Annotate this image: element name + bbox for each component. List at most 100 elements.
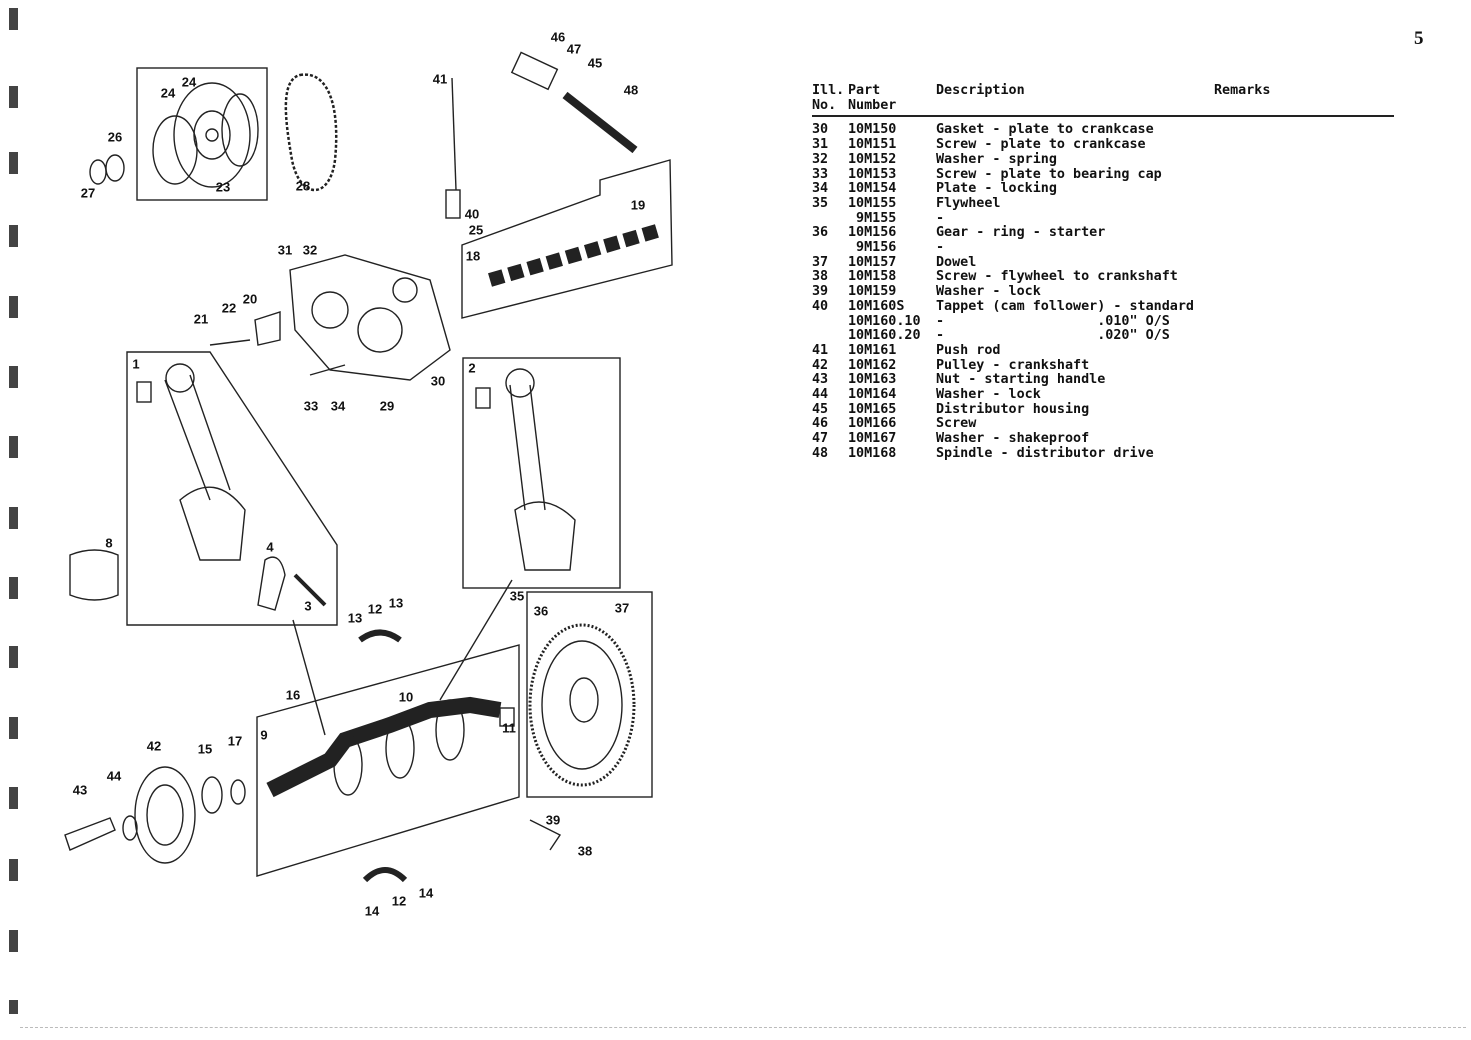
front-plate [289,254,451,381]
callout-label: 13 [347,610,363,626]
remarks-cell [1214,212,1394,227]
callout-label: 44 [106,768,122,784]
remarks-cell [1214,432,1394,447]
table-row: 40 10M160S Tappet (cam follower) - standar… [812,298,1394,315]
description-cell: Screw - plate to bearing cap [936,166,1162,182]
callout-label: 21 [193,311,209,327]
callout-label: 45 [587,55,603,71]
binding-hole [9,152,18,174]
description-cell: Nut - starting handle [936,372,1106,388]
description-cell: - .020" O/S [936,328,1170,344]
callout-label: 14 [418,885,434,901]
part-number-cell: 10M167 [848,431,897,447]
description-cell: Washer - lock [936,387,1041,403]
part-number-cell: 10M166 [848,416,897,432]
callout-label: 13 [388,595,404,611]
callout-label: 31 [277,242,293,258]
ill-no-cell: 45 [812,401,829,417]
callout-label: 25 [468,222,484,238]
part-number-cell: 10M152 [848,151,897,167]
description-cell: Pulley - crankshaft [936,357,1090,373]
crankshaft [266,696,502,798]
callout-label: 30 [430,373,446,389]
flywheel-ring-gear [528,623,636,787]
header-description: Description [936,83,1025,98]
callout-label: 33 [303,398,319,414]
remarks-cell [1214,241,1394,256]
binding-hole [9,577,18,599]
ill-no-cell: 38 [812,269,829,285]
remarks-cell [1214,417,1394,432]
page-number: 5 [1414,28,1424,49]
remarks-cell [1214,373,1394,388]
binding-hole [9,296,18,318]
distributor-spindle [562,91,638,154]
group-box-connecting-rod-1 [126,351,338,626]
callout-label: 17 [227,733,243,749]
callout-label: 41 [432,71,448,87]
camshaft [488,223,662,287]
binding-hole [9,225,18,247]
remarks-cell [1214,447,1394,462]
callout-label: 22 [221,300,237,316]
ill-no-cell: 40 [812,298,829,314]
part-number-cell: 10M153 [848,166,897,182]
starting-handle-nut [64,817,116,851]
part-number-cell: 10M154 [848,181,897,197]
table-header: Ill. No. Part Number Description Remarks [812,83,1394,118]
description-cell: Tappet (cam follower) - standard [936,298,1194,314]
ill-no-cell: 46 [812,416,829,432]
callout-label: 2 [468,360,476,376]
ill-no-cell [812,241,848,256]
binding-hole [9,646,18,668]
washer-nut [89,154,125,185]
remarks-cell [1214,256,1394,271]
part-number-cell: 10M165 [848,401,897,417]
description-cell: Gasket - plate to crankcase [936,122,1154,138]
remarks-cell [1214,315,1394,330]
callout-label: 42 [146,738,162,754]
table-row: 34 10M154 Plate - locking [812,182,1394,197]
callout-label: 28 [295,178,311,194]
callout-label: 40 [464,206,480,222]
description-cell: Spindle - distributor drive [936,445,1154,461]
callout-label: 26 [107,129,123,145]
binding-hole [9,86,18,108]
callout-label: 39 [545,812,561,828]
ill-no-cell: 43 [812,372,829,388]
part-number-cell: 10M168 [848,445,897,461]
description-cell: Washer - spring [936,151,1057,167]
description-cell: Plate - locking [936,181,1057,197]
remarks-cell [1214,285,1394,300]
description-cell: Screw [936,416,977,432]
part-number-cell: 10M155 [848,195,897,211]
callout-label: 38 [577,843,593,859]
table-row: 9M156- [812,240,1394,256]
part-number-cell: 10M160S [848,298,905,314]
callout-label: 27 [80,185,96,201]
remarks-cell [1214,197,1394,212]
binding-hole [9,859,18,881]
pointer-line [439,579,513,701]
callout-label: 20 [242,291,258,307]
remarks-cell [1214,300,1394,315]
remarks-cell [1214,138,1394,153]
part-number-cell: 10M151 [848,137,897,153]
part-number-cell: 10M162 [848,357,897,373]
ill-no-cell: 34 [812,181,829,197]
callout-label: 1 [132,356,140,372]
table-row: 10M160.20- .020" O/S [812,329,1394,344]
description-cell: Distributor housing [936,401,1090,417]
distributor-housing [510,51,559,91]
callout-label: 9 [260,727,268,743]
